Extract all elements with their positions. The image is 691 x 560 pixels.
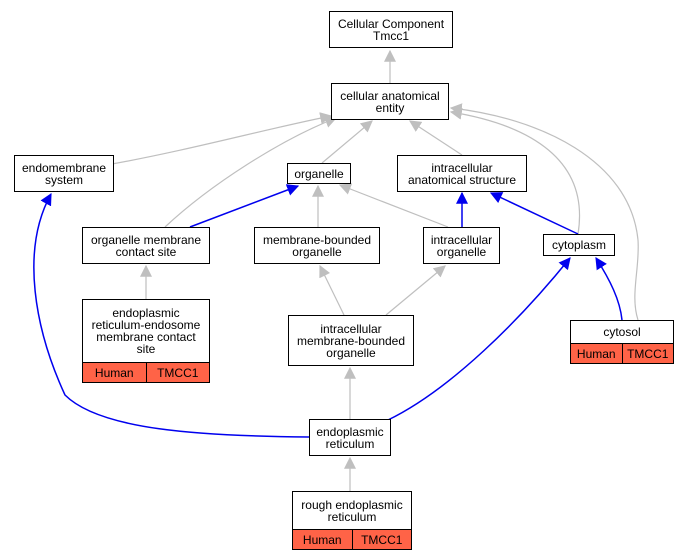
node-organelle-membrane-contact-site[interactable]: organelle membrane contact site [82,227,210,264]
node-label: membrane-bounded organelle [262,232,372,259]
edge-cytosol-to-cae [449,103,639,321]
node-membrane-bounded-organelle[interactable]: membrane-bounded organelle [254,227,380,264]
node-intracellular-membrane-bounded-organelle[interactable]: intracellular membrane-bounded organelle [288,315,414,366]
node-label: intracellular organelle [430,232,493,259]
node-er-endosome-membrane-contact-site[interactable]: endoplasmic reticulum-endosome membrane … [82,299,210,383]
gene-tag: TMCC1 [621,344,673,363]
node-label: cytosol [603,325,641,339]
species-tag: Human [83,363,146,382]
species-tag: Human [571,344,622,363]
node-label: cellular anatomical entity [340,88,440,115]
edge-imbo-to-mbo [319,264,345,316]
edge-er-to-endo [33,192,310,438]
annotation-tags: Human TMCC1 [571,343,673,363]
edge-cytoplasm-to-cae [449,107,581,235]
node-organelle[interactable]: organelle [287,163,351,184]
annotation-tags: Human TMCC1 [293,529,411,549]
edge-organelle-to-cae [321,120,373,164]
node-endoplasmic-reticulum[interactable]: endoplasmic reticulum [309,419,391,456]
edge-io-to-organelle [338,183,449,228]
node-label: organelle membrane contact site [90,232,202,259]
gene-tag: TMCC1 [145,363,209,382]
node-label: Cellular Component Tmcc1 [337,16,445,43]
node-cytosol[interactable]: cytosol Human TMCC1 [570,320,674,364]
edge-omcs-to-cae [164,116,338,228]
node-label: endomembrane system [21,160,107,187]
edge-imbo-to-io [385,265,446,316]
species-tag: Human [293,530,352,549]
node-rough-endoplasmic-reticulum[interactable]: rough endoplasmic reticulum Human TMCC1 [292,491,412,550]
node-endomembrane-system[interactable]: endomembrane system [14,155,114,192]
node-label: rough endoplasmic reticulum [301,497,403,524]
node-cytoplasm[interactable]: cytoplasm [543,234,615,256]
node-label: cytoplasm [551,238,607,252]
node-label: intracellular membrane-bounded organelle [296,321,406,360]
node-intracellular-anatomical-structure[interactable]: intracellular anatomical structure [397,155,527,192]
edge-endo-to-cae [111,112,333,165]
node-cellular-component[interactable]: Cellular Component Tmcc1 [329,11,453,48]
annotation-tags: Human TMCC1 [83,362,209,382]
node-cellular-anatomical-entity[interactable]: cellular anatomical entity [331,83,449,120]
node-label: intracellular anatomical structure [407,160,517,187]
node-label: endoplasmic reticulum [316,424,384,451]
node-label: organelle [294,166,344,181]
edge-er-to-cytoplasm [387,257,571,421]
edge-ias-to-cae [408,120,463,156]
node-intracellular-organelle[interactable]: intracellular organelle [423,227,500,264]
edge-omcs-to-organelle [189,184,300,228]
gene-tag: TMCC1 [351,530,411,549]
edge-cytoplasm-to-ias [489,192,579,235]
edge-cytosol-to-cytoplasm [595,256,623,321]
node-label: endoplasmic reticulum-endosome membrane … [91,306,201,356]
